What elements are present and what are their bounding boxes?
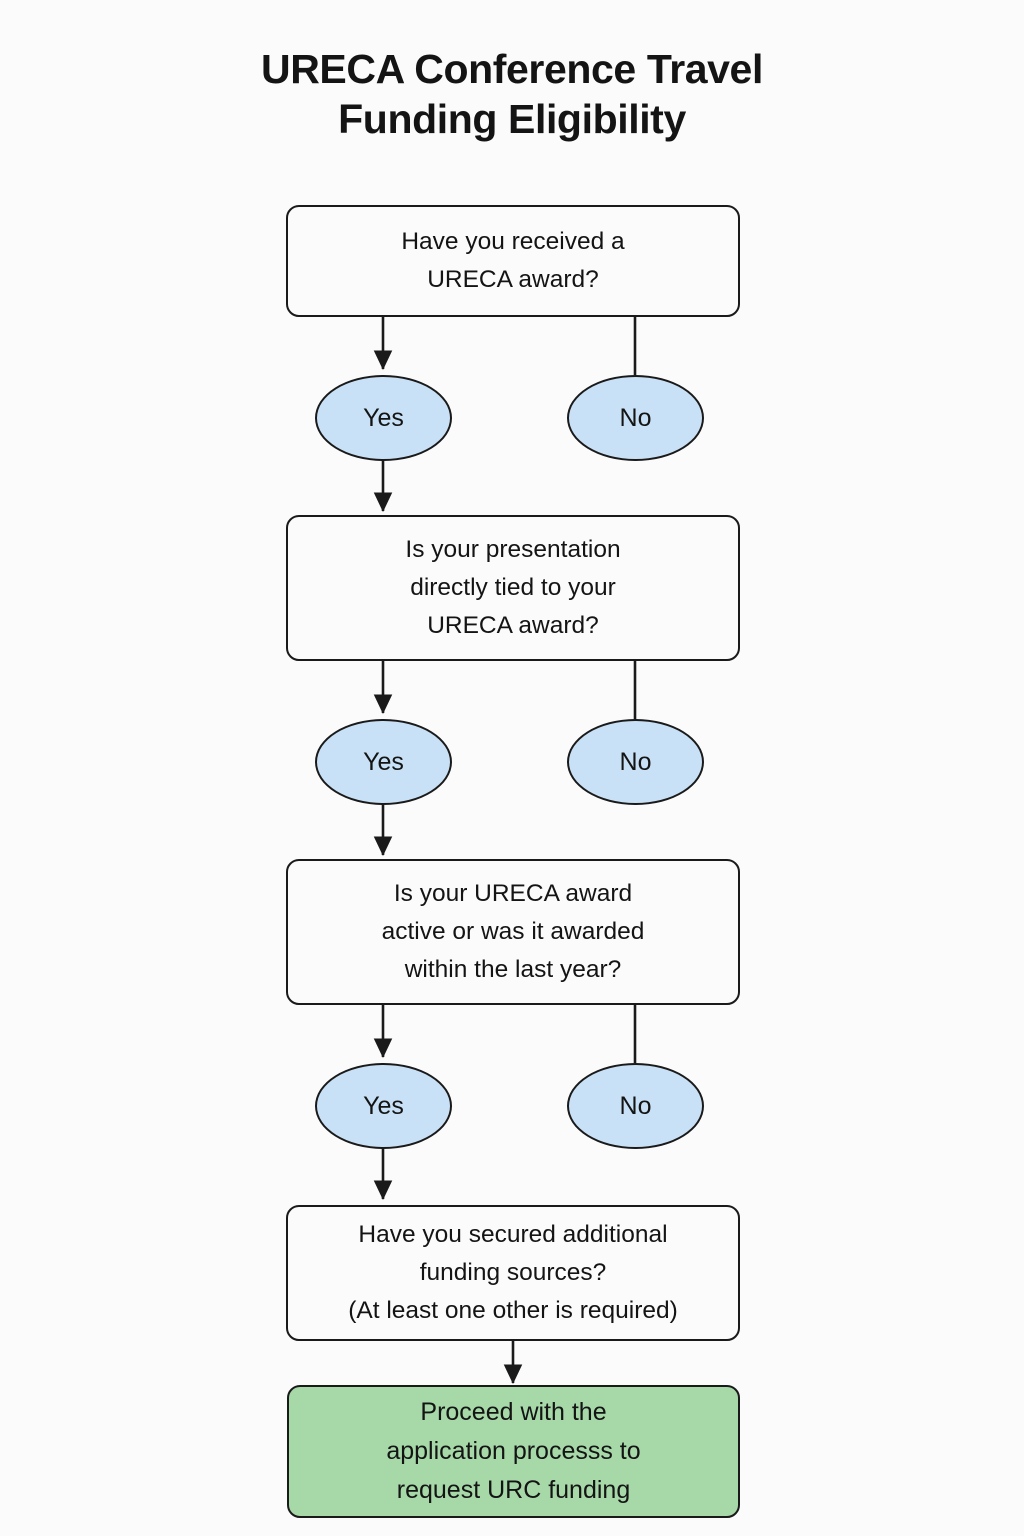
- decision-box-presentation-tied[interactable]: Is your presentation directly tied to yo…: [286, 515, 740, 661]
- decision-box-additional-funding[interactable]: Have you secured additional funding sour…: [286, 1205, 740, 1341]
- branch-no-2[interactable]: No: [567, 719, 704, 805]
- outcome-box-proceed-application[interactable]: Proceed with the application processs to…: [287, 1385, 740, 1518]
- decision-box-received-award[interactable]: Have you received a URECA award?: [286, 205, 740, 317]
- branch-yes-2[interactable]: Yes: [315, 719, 452, 805]
- branch-yes-3[interactable]: Yes: [315, 1063, 452, 1149]
- branch-no-3[interactable]: No: [567, 1063, 704, 1149]
- branch-no-1[interactable]: No: [567, 375, 704, 461]
- decision-box-award-active[interactable]: Is your URECA award active or was it awa…: [286, 859, 740, 1005]
- page-title: URECA Conference Travel Funding Eligibil…: [261, 46, 763, 143]
- branch-yes-1[interactable]: Yes: [315, 375, 452, 461]
